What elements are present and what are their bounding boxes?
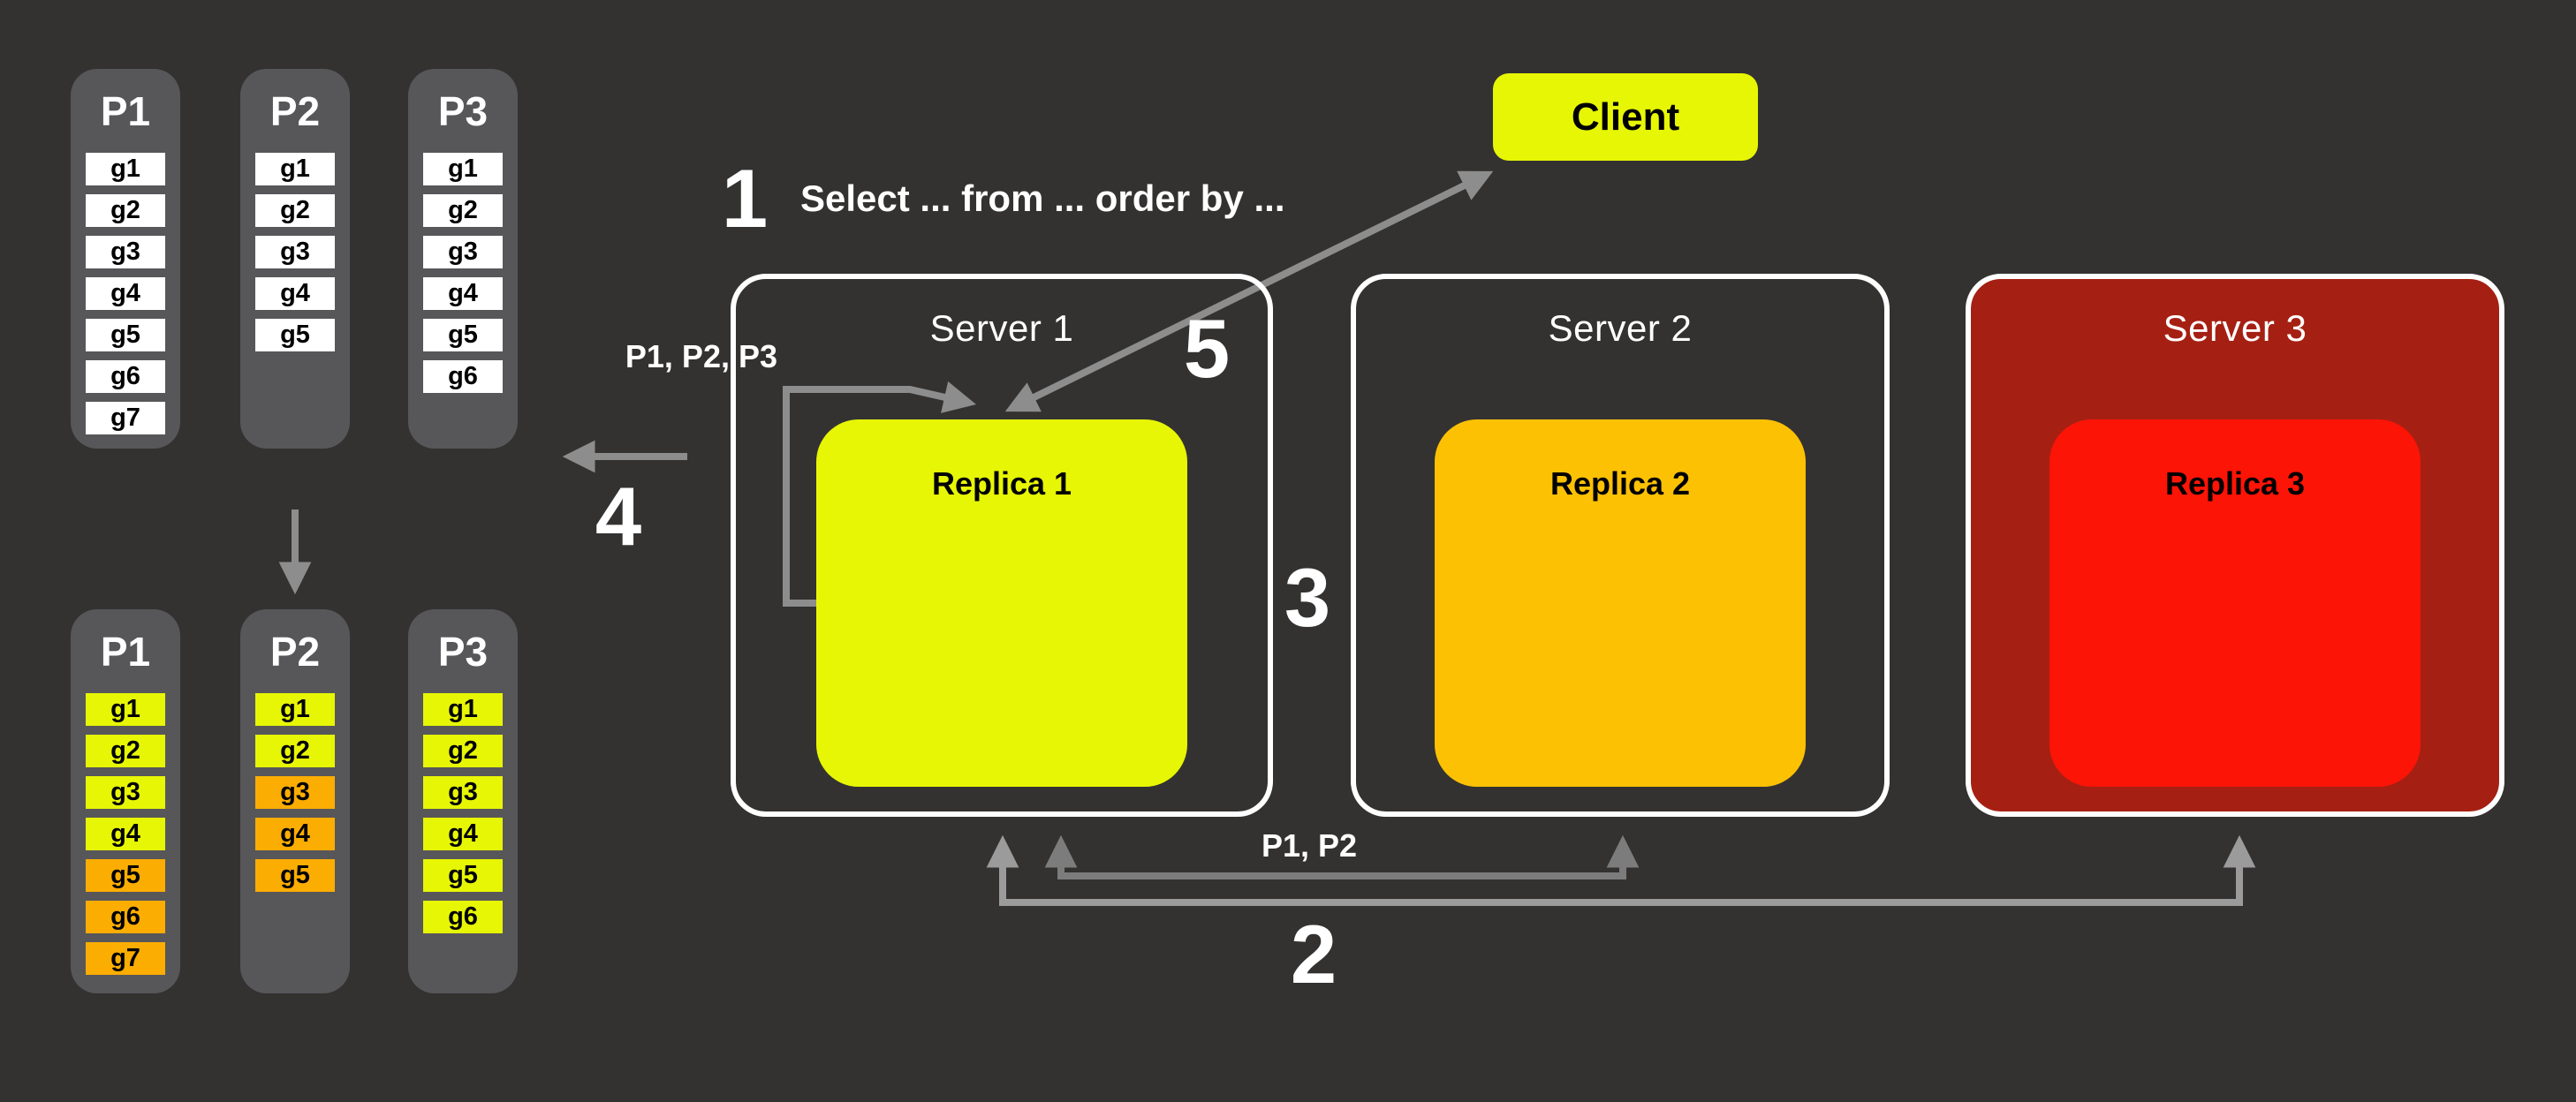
partition-cell-top-p2-g3: g3 <box>255 236 335 268</box>
replica-box-3: Replica 3 <box>2049 419 2421 787</box>
partition-cell-top-p3-g3: g3 <box>423 236 503 268</box>
partition-cell-top-p1-g5: g5 <box>86 319 165 351</box>
partition-cell-top-p1-g4: g4 <box>86 277 165 310</box>
partition-label: P1 <box>100 87 151 134</box>
step-number-5: 5 <box>1183 302 1231 395</box>
replica-box-2: Replica 2 <box>1435 419 1806 787</box>
partition-cell-top-p2-g4: g4 <box>255 277 335 310</box>
partition-label: P2 <box>269 628 321 675</box>
client-box: Client <box>1493 73 1758 161</box>
server-box-2: Server 2 <box>1351 274 1890 817</box>
partition-label: P3 <box>437 628 489 675</box>
partition-cell-bottom-p1-g1: g1 <box>86 693 165 726</box>
partition-cell-bottom-p3-g4: g4 <box>423 818 503 850</box>
partition-cell-top-p3-g4: g4 <box>423 277 503 310</box>
partition-cell-top-p3-g5: g5 <box>423 319 503 351</box>
step-number-4: 4 <box>595 470 642 562</box>
server-title: Server 3 <box>2163 307 2307 349</box>
partition-cell-top-p3-g6: g6 <box>423 360 503 393</box>
partition-label: P3 <box>437 87 489 134</box>
query-annotation: Select ... from ... order by ... <box>800 177 1285 219</box>
partition-cell-bottom-p1-g3: g3 <box>86 776 165 809</box>
partition-cell-bottom-p1-g6: g6 <box>86 901 165 933</box>
partition-cell-bottom-p2-g3: g3 <box>255 776 335 809</box>
partition-cell-bottom-p1-g4: g4 <box>86 818 165 850</box>
partition-cell-top-p1-g2: g2 <box>86 194 165 227</box>
partition-cell-bottom-p3-g5: g5 <box>423 859 503 892</box>
arrow-fanout-server3 <box>986 834 2256 906</box>
replica-box-1: Replica 1 <box>816 419 1187 787</box>
partition-column-top-p1: P1 g1 g2 g3 g4 g5 g6 g7 <box>71 69 180 449</box>
partition-cell-bottom-p1-g7: g7 <box>86 942 165 975</box>
server-box-1: Server 1 <box>731 274 1273 817</box>
server-title: Server 1 <box>929 307 1074 349</box>
step-number-1: 1 <box>721 152 769 245</box>
partition-cell-bottom-p1-g5: g5 <box>86 859 165 892</box>
partition-label: P2 <box>269 87 321 134</box>
partitions-to-server2-label: P1, P2 <box>1261 827 1358 864</box>
partition-cell-bottom-p2-g4: g4 <box>255 818 335 850</box>
partition-column-top-p3: P3 g1 g2 g3 g4 g5 g6 <box>408 69 518 449</box>
partition-cell-bottom-p2-g5: g5 <box>255 859 335 892</box>
partition-cell-bottom-p2-g1: g1 <box>255 693 335 726</box>
partitions-into-server1-label: P1, P2, P3 <box>625 338 777 374</box>
partition-cell-top-p2-g2: g2 <box>255 194 335 227</box>
partition-cell-top-p2-g1: g1 <box>255 153 335 185</box>
partition-cell-bottom-p3-g3: g3 <box>423 776 503 809</box>
step-number-2: 2 <box>1290 908 1337 1000</box>
server-title: Server 2 <box>1548 307 1693 349</box>
partition-cell-top-p3-g1: g1 <box>423 153 503 185</box>
partition-cell-top-p1-g1: g1 <box>86 153 165 185</box>
partition-column-bottom-p3: P3 g1 g2 g3 g4 g5 g6 <box>408 609 518 993</box>
partition-column-top-p2: P2 g1 g2 g3 g4 g5 <box>240 69 350 449</box>
partition-cell-bottom-p2-g2: g2 <box>255 735 335 767</box>
partition-cell-top-p1-g6: g6 <box>86 360 165 393</box>
partition-cell-bottom-p3-g1: g1 <box>423 693 503 726</box>
partition-cell-top-p2-g5: g5 <box>255 319 335 351</box>
partition-cell-bottom-p3-g2: g2 <box>423 735 503 767</box>
step-number-3: 3 <box>1284 551 1331 644</box>
partition-cell-bottom-p3-g6: g6 <box>423 901 503 933</box>
partition-label: P1 <box>100 628 151 675</box>
partition-cell-top-p3-g2: g2 <box>423 194 503 227</box>
partition-column-bottom-p2: P2 g1 g2 g3 g4 g5 <box>240 609 350 993</box>
partition-column-bottom-p1: P1 g1 g2 g3 g4 g5 g6 g7 <box>71 609 180 993</box>
partition-cell-bottom-p1-g2: g2 <box>86 735 165 767</box>
partition-cell-top-p1-g7: g7 <box>86 402 165 434</box>
partition-cell-top-p1-g3: g3 <box>86 236 165 268</box>
